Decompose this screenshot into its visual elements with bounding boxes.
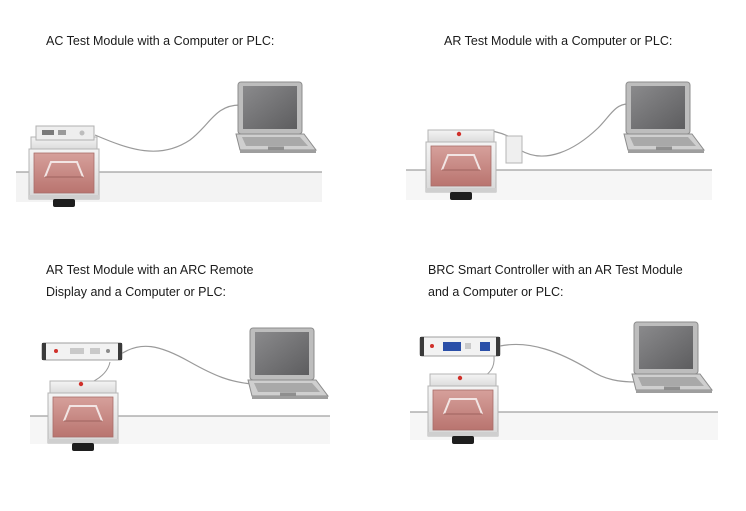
indicator-light [456, 131, 462, 137]
laptop-computer [247, 327, 329, 400]
interface-box [505, 135, 523, 164]
indicator-light [78, 381, 84, 387]
ar-test-module-illustration [47, 380, 119, 452]
indicator-light [457, 375, 463, 381]
laptop-computer [631, 321, 713, 394]
panel-ac-test-module [16, 81, 322, 208]
caption-line: AR Test Module with a Computer or PLC: [444, 34, 673, 48]
arc-remote-display [41, 342, 123, 361]
cable [94, 104, 241, 152]
cable [519, 103, 629, 157]
ar-test-module-illustration [427, 373, 499, 445]
caption-line: Display and a Computer or PLC: [46, 285, 226, 299]
panel-brc-smart-controller [410, 321, 718, 445]
caption-ac-test-module: AC Test Module with a Computer or PLC: [46, 30, 274, 52]
cable [91, 361, 111, 383]
cable [117, 345, 253, 385]
ar-test-module-illustration [28, 136, 100, 208]
laptop-computer [235, 81, 317, 154]
ar-test-module-illustration [425, 129, 497, 201]
caption-line: and a Computer or PLC: [428, 285, 564, 299]
caption-line: BRC Smart Controller with an AR Test Mod… [428, 263, 683, 277]
panel-ar-test-module [406, 81, 712, 201]
caption-line: AR Test Module with an ARC Remote [46, 263, 254, 277]
brc-smart-controller [419, 336, 501, 357]
caption-ar-with-arc-display: AR Test Module with an ARC Remote Displa… [46, 259, 254, 303]
ac-controller [35, 125, 95, 141]
caption-line: AC Test Module with a Computer or PLC: [46, 34, 275, 48]
caption-brc-smart-controller: BRC Smart Controller with an AR Test Mod… [428, 259, 683, 303]
cable [499, 343, 637, 383]
laptop-computer [623, 81, 705, 154]
panel-ar-with-arc-display [30, 327, 330, 452]
caption-ar-test-module: AR Test Module with a Computer or PLC: [444, 30, 672, 52]
